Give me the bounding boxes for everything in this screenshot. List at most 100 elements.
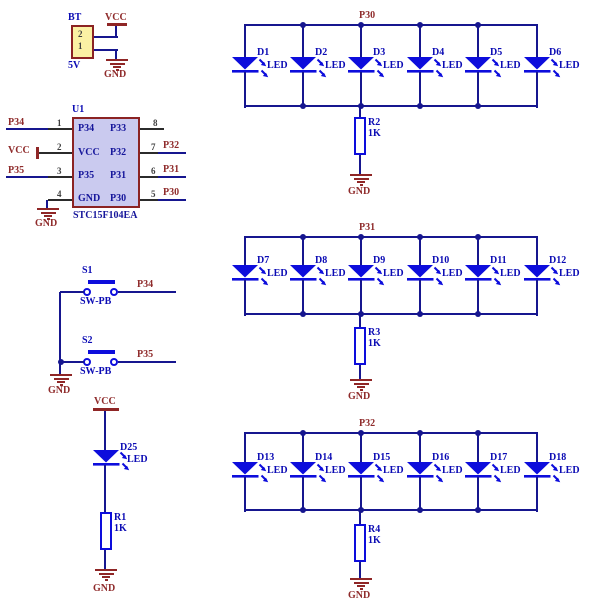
gnd-symbol-bar — [106, 59, 128, 61]
resistor-value: 1K — [368, 338, 381, 349]
led-diode-icon[interactable] — [464, 265, 511, 291]
led-diode-icon[interactable] — [92, 450, 139, 476]
mcu-pin-number: 4 — [57, 189, 62, 199]
battery-symbol[interactable] — [71, 25, 94, 59]
wire — [244, 432, 538, 434]
wire — [360, 433, 362, 462]
net-label-p32: P32 — [163, 140, 180, 151]
mcu-pin-number: 7 — [151, 142, 156, 152]
wire — [104, 465, 106, 512]
wire — [536, 280, 538, 316]
gnd-symbol-bar — [359, 588, 363, 590]
led-designator: D16 — [432, 452, 450, 463]
wire — [359, 106, 361, 117]
resistor-symbol[interactable] — [354, 327, 366, 365]
led-diode-icon[interactable] — [464, 462, 511, 488]
wire — [359, 365, 361, 379]
led-diode-icon[interactable] — [347, 462, 394, 488]
gnd-symbol-bar — [57, 381, 65, 383]
led-type-label: LED — [267, 268, 288, 279]
led-diode-icon[interactable] — [289, 462, 336, 488]
wire — [104, 550, 106, 569]
switch-s1-actuator[interactable] — [88, 280, 115, 284]
mcu-pin-name: P35 — [78, 170, 95, 181]
junction-dot — [300, 22, 306, 28]
led-diode-icon[interactable] — [289, 57, 336, 83]
bank-gnd-label: GND — [348, 391, 371, 402]
led-designator: D17 — [490, 452, 508, 463]
net-label-p35: P35 — [137, 349, 154, 360]
battery-designator: BT — [68, 12, 82, 23]
mcu-symbol[interactable] — [72, 117, 140, 208]
led-diode-icon[interactable] — [406, 462, 453, 488]
resistor-symbol[interactable] — [354, 117, 366, 155]
gnd-symbol-bar — [353, 581, 369, 584]
led-designator: D11 — [490, 255, 507, 266]
indicator-vcc-label: VCC — [94, 396, 116, 407]
gnd-symbol-bar — [102, 576, 110, 578]
switch-s2-actuator[interactable] — [88, 350, 115, 354]
resistor-symbol[interactable] — [100, 512, 112, 550]
wire — [419, 280, 421, 316]
led-diode-icon[interactable] — [347, 265, 394, 291]
led-type-label: LED — [383, 60, 404, 71]
led-diode-icon[interactable] — [231, 265, 278, 291]
gnd-symbol-bar — [359, 184, 363, 186]
wire — [536, 433, 538, 462]
led-diode-icon[interactable] — [464, 57, 511, 83]
junction-dot — [358, 22, 364, 28]
gnd-symbol-bar — [350, 379, 372, 381]
led-type-label: LED — [442, 268, 463, 279]
led-diode-icon[interactable] — [347, 57, 394, 83]
led-diode-icon[interactable] — [523, 57, 570, 83]
junction-dot — [475, 311, 481, 317]
mcu-pin-number: 6 — [151, 166, 156, 176]
junction-dot — [475, 430, 481, 436]
led-diode-icon[interactable] — [231, 57, 278, 83]
led-type-label: LED — [127, 454, 148, 465]
wire — [244, 280, 246, 316]
led-diode-icon[interactable] — [523, 265, 570, 291]
gnd-symbol-bar — [113, 66, 121, 68]
led-designator: D7 — [257, 255, 270, 266]
wire — [158, 199, 186, 201]
wire — [115, 26, 117, 38]
led-diode-icon[interactable] — [289, 265, 336, 291]
wire — [244, 237, 246, 265]
led-type-label: LED — [442, 60, 463, 71]
vcc-bar — [107, 23, 127, 26]
junction-dot — [417, 430, 423, 436]
led-designator: D14 — [315, 452, 333, 463]
resistor-value: 1K — [368, 535, 381, 546]
led-type-label: LED — [500, 268, 521, 279]
junction-dot — [358, 103, 364, 109]
led-designator: D6 — [549, 47, 562, 58]
wire — [477, 280, 479, 316]
led-diode-icon[interactable] — [406, 265, 453, 291]
junction-dot — [475, 234, 481, 240]
gnd-symbol-bar — [98, 572, 114, 575]
switch-designator: S1 — [82, 265, 93, 276]
led-diode-icon[interactable] — [406, 57, 453, 83]
mcu-pin-name: P31 — [110, 170, 127, 181]
switch-contact — [83, 358, 91, 366]
junction-dot — [417, 22, 423, 28]
mcu-pin-number: 2 — [57, 142, 62, 152]
led-diode-icon[interactable] — [523, 462, 570, 488]
junction-dot — [358, 507, 364, 513]
battery-vcc-label: VCC — [105, 12, 127, 23]
wire — [536, 237, 538, 265]
switch-contact — [110, 288, 118, 296]
wire — [359, 510, 361, 524]
net-label-p30: P30 — [163, 187, 180, 198]
resistor-symbol[interactable] — [354, 524, 366, 562]
resistor-designator: R2 — [368, 117, 381, 128]
led-designator: D18 — [549, 452, 567, 463]
net-label-p30: P30 — [359, 10, 376, 21]
led-diode-icon[interactable] — [231, 462, 278, 488]
gnd-symbol-bar — [40, 211, 56, 214]
wire — [244, 236, 538, 238]
wire — [360, 72, 362, 108]
wire — [302, 25, 304, 57]
junction-dot — [417, 507, 423, 513]
